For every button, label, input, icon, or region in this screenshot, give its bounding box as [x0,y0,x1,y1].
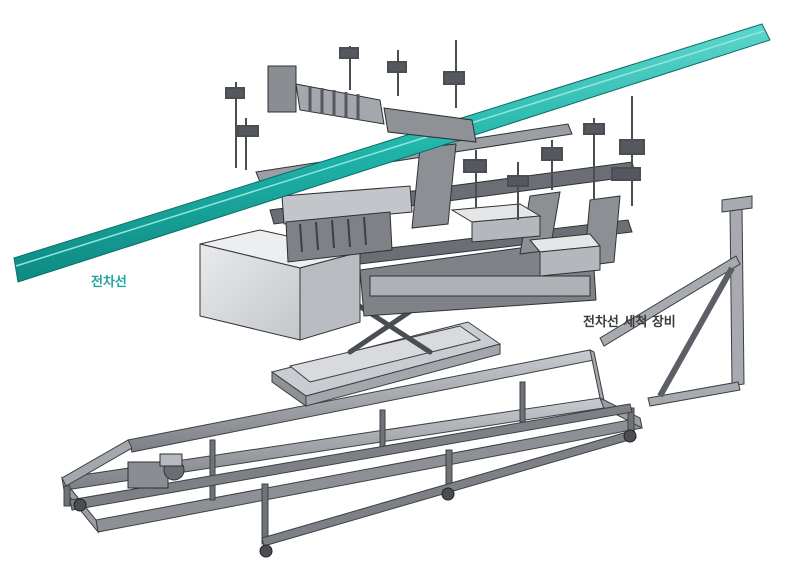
brush-roller [281,185,413,263]
wire-label: 전차선 [91,274,127,290]
lift-platform [270,321,502,407]
base-cart-frame [61,349,643,547]
drive-motor [127,453,185,489]
support-a-frame [599,195,753,407]
cleaning-head-box [199,229,361,341]
device-label: 전차선 세척 장비 [583,314,676,330]
actuator-cylinder [267,65,477,143]
contact-wire [13,23,771,283]
sensor-posts [225,40,645,220]
caster-wheels [73,429,637,558]
